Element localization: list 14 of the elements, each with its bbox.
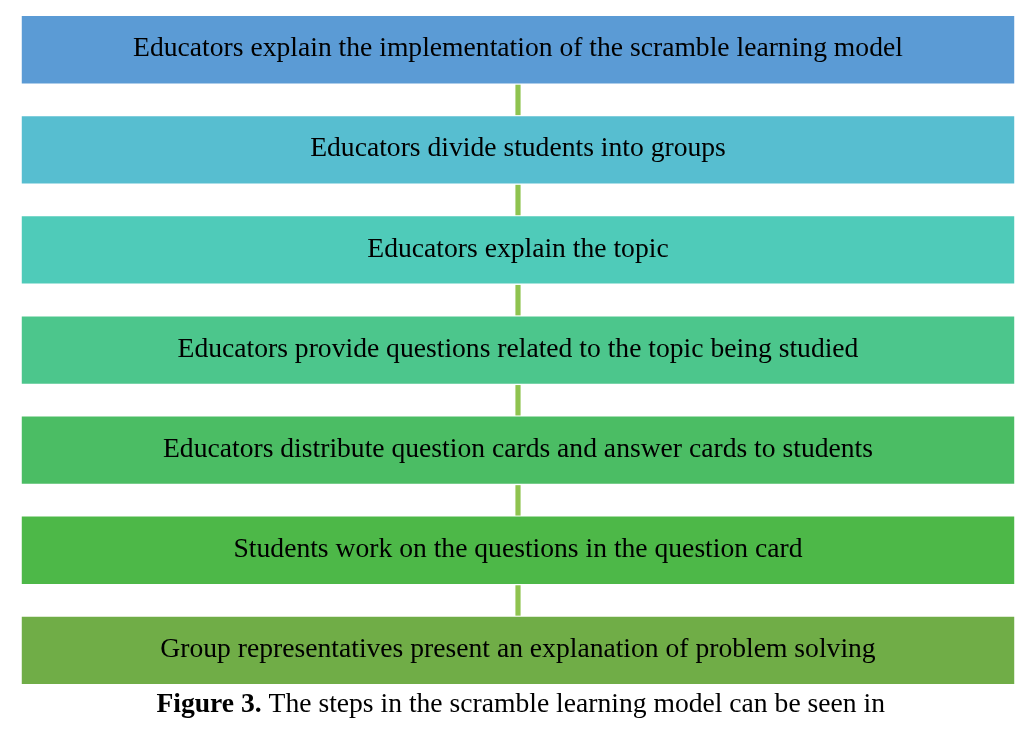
connector xyxy=(514,84,521,116)
connector xyxy=(514,485,521,516)
node-box: Educators provide questions related to the topic being studied xyxy=(19,314,1016,386)
node-box: Students work on the questions in the question card xyxy=(19,514,1016,586)
node-box: Educators distribute question cards and answer cards to students xyxy=(19,414,1016,486)
caption: Figure 3. The steps in the scramble learning model can be seen in xyxy=(155,687,885,719)
node-box: Educators divide students into groups xyxy=(19,114,1016,186)
connector xyxy=(514,585,521,616)
connector xyxy=(514,284,521,316)
connector xyxy=(514,184,521,216)
connector xyxy=(514,385,521,416)
node-box: Educators explain the implementation of the scramble learning model xyxy=(19,14,1016,86)
node-box: Educators explain the topic xyxy=(19,214,1016,286)
node-box: Group representatives present an explanation of problem solving xyxy=(19,615,1016,686)
